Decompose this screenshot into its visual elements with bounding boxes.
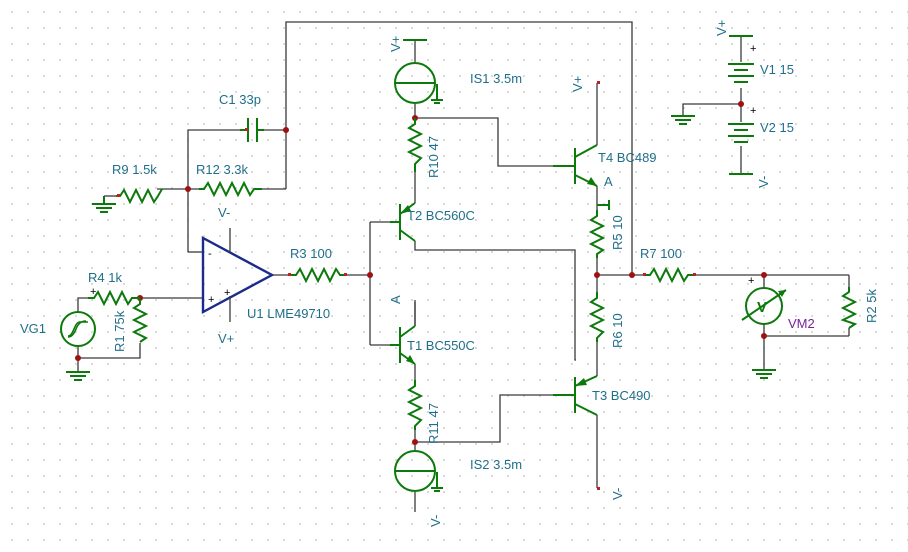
label-u1-vminus-net: V- [218, 205, 230, 220]
ground-r9 [92, 196, 116, 213]
resistor-r5[interactable] [588, 210, 606, 258]
label-t3: T3 BC490 [592, 388, 651, 403]
label-r3: R3 100 [290, 246, 332, 261]
wires [77, 21, 850, 512]
label-r6: R6 10 [610, 313, 625, 348]
r4-plus-sign: + [90, 286, 96, 298]
label-is2: IS2 3.5m [470, 457, 522, 472]
label-is1-vplus: V+ [388, 36, 403, 52]
resistor-r10[interactable] [406, 118, 424, 172]
current-source-is1[interactable] [394, 39, 443, 104]
transistor-t2[interactable] [390, 202, 416, 242]
pin-markers [117, 81, 696, 490]
opamp-plus-sign: + [208, 294, 214, 306]
transistor-t3[interactable] [553, 375, 598, 416]
label-t1-node-a: A [388, 295, 403, 304]
label-r4: R4 1k [88, 270, 122, 285]
label-is2-vminus: V- [428, 515, 443, 527]
label-u1-vplus-net: V+ [218, 331, 234, 346]
label-v2-vminus: V- [756, 176, 771, 188]
battery-v2[interactable] [728, 123, 754, 175]
v1-plus-sign: + [750, 43, 756, 55]
ground-vm2 [752, 369, 776, 379]
junction-dots [75, 101, 767, 445]
resistor-r11[interactable] [406, 380, 424, 430]
opamp-u1[interactable]: - + + [201, 228, 275, 322]
current-source-is2[interactable] [394, 450, 443, 492]
label-r7: R7 100 [640, 246, 682, 261]
v2-plus-sign: + [750, 105, 756, 117]
resistor-r2[interactable] [840, 287, 858, 329]
label-t4: T4 BC489 [598, 150, 657, 165]
vm2-plus-sign: + [748, 275, 754, 287]
label-r1: R1 75k [112, 310, 127, 352]
label-r9: R9 1.5k [112, 162, 157, 177]
label-r11: R11 47 [426, 403, 441, 444]
resistor-r6[interactable] [588, 292, 606, 342]
label-vg1: VG1 [20, 321, 46, 336]
resistor-r4[interactable] [88, 289, 140, 307]
label-t2: T2 BC560C [407, 208, 475, 223]
ground-vg1 [66, 371, 90, 381]
label-t4-vplus: V+ [570, 76, 585, 92]
resistor-r9[interactable] [116, 187, 163, 205]
label-is1: IS1 3.5m [470, 71, 522, 86]
label-c1: C1 33p [219, 92, 261, 107]
transistor-t4[interactable] [553, 144, 598, 187]
ground-supply [671, 115, 695, 125]
label-r12: R12 3.3k [196, 162, 249, 177]
label-v1: V1 15 [760, 62, 794, 77]
capacitor-c1[interactable] [240, 118, 264, 142]
label-v1-vplus: V+ [714, 20, 729, 36]
label-u1: U1 LME49710 [247, 306, 330, 321]
label-r5: R5 10 [610, 215, 625, 250]
voltmeter-vm2[interactable]: V [741, 287, 787, 325]
battery-v1[interactable] [728, 35, 754, 83]
resistor-r1[interactable] [131, 298, 149, 343]
label-v2: V2 15 [760, 120, 794, 135]
resistor-r3[interactable] [290, 266, 346, 284]
transistor-t1[interactable] [390, 300, 416, 365]
resistor-r12[interactable] [199, 180, 262, 198]
opamp-supply-plus: + [224, 287, 230, 299]
label-r2: R2 5k [864, 289, 879, 323]
opamp-minus-sign: - [208, 248, 212, 260]
label-node-a: A [604, 174, 613, 189]
signal-generator-vg1[interactable] [60, 311, 96, 347]
label-vm2: VM2 [788, 316, 815, 331]
label-t3-vminus: V- [610, 488, 625, 500]
label-t1: T1 BC550C [407, 338, 475, 353]
label-r10: R10 47 [426, 136, 441, 178]
resistor-r7[interactable] [645, 266, 695, 284]
